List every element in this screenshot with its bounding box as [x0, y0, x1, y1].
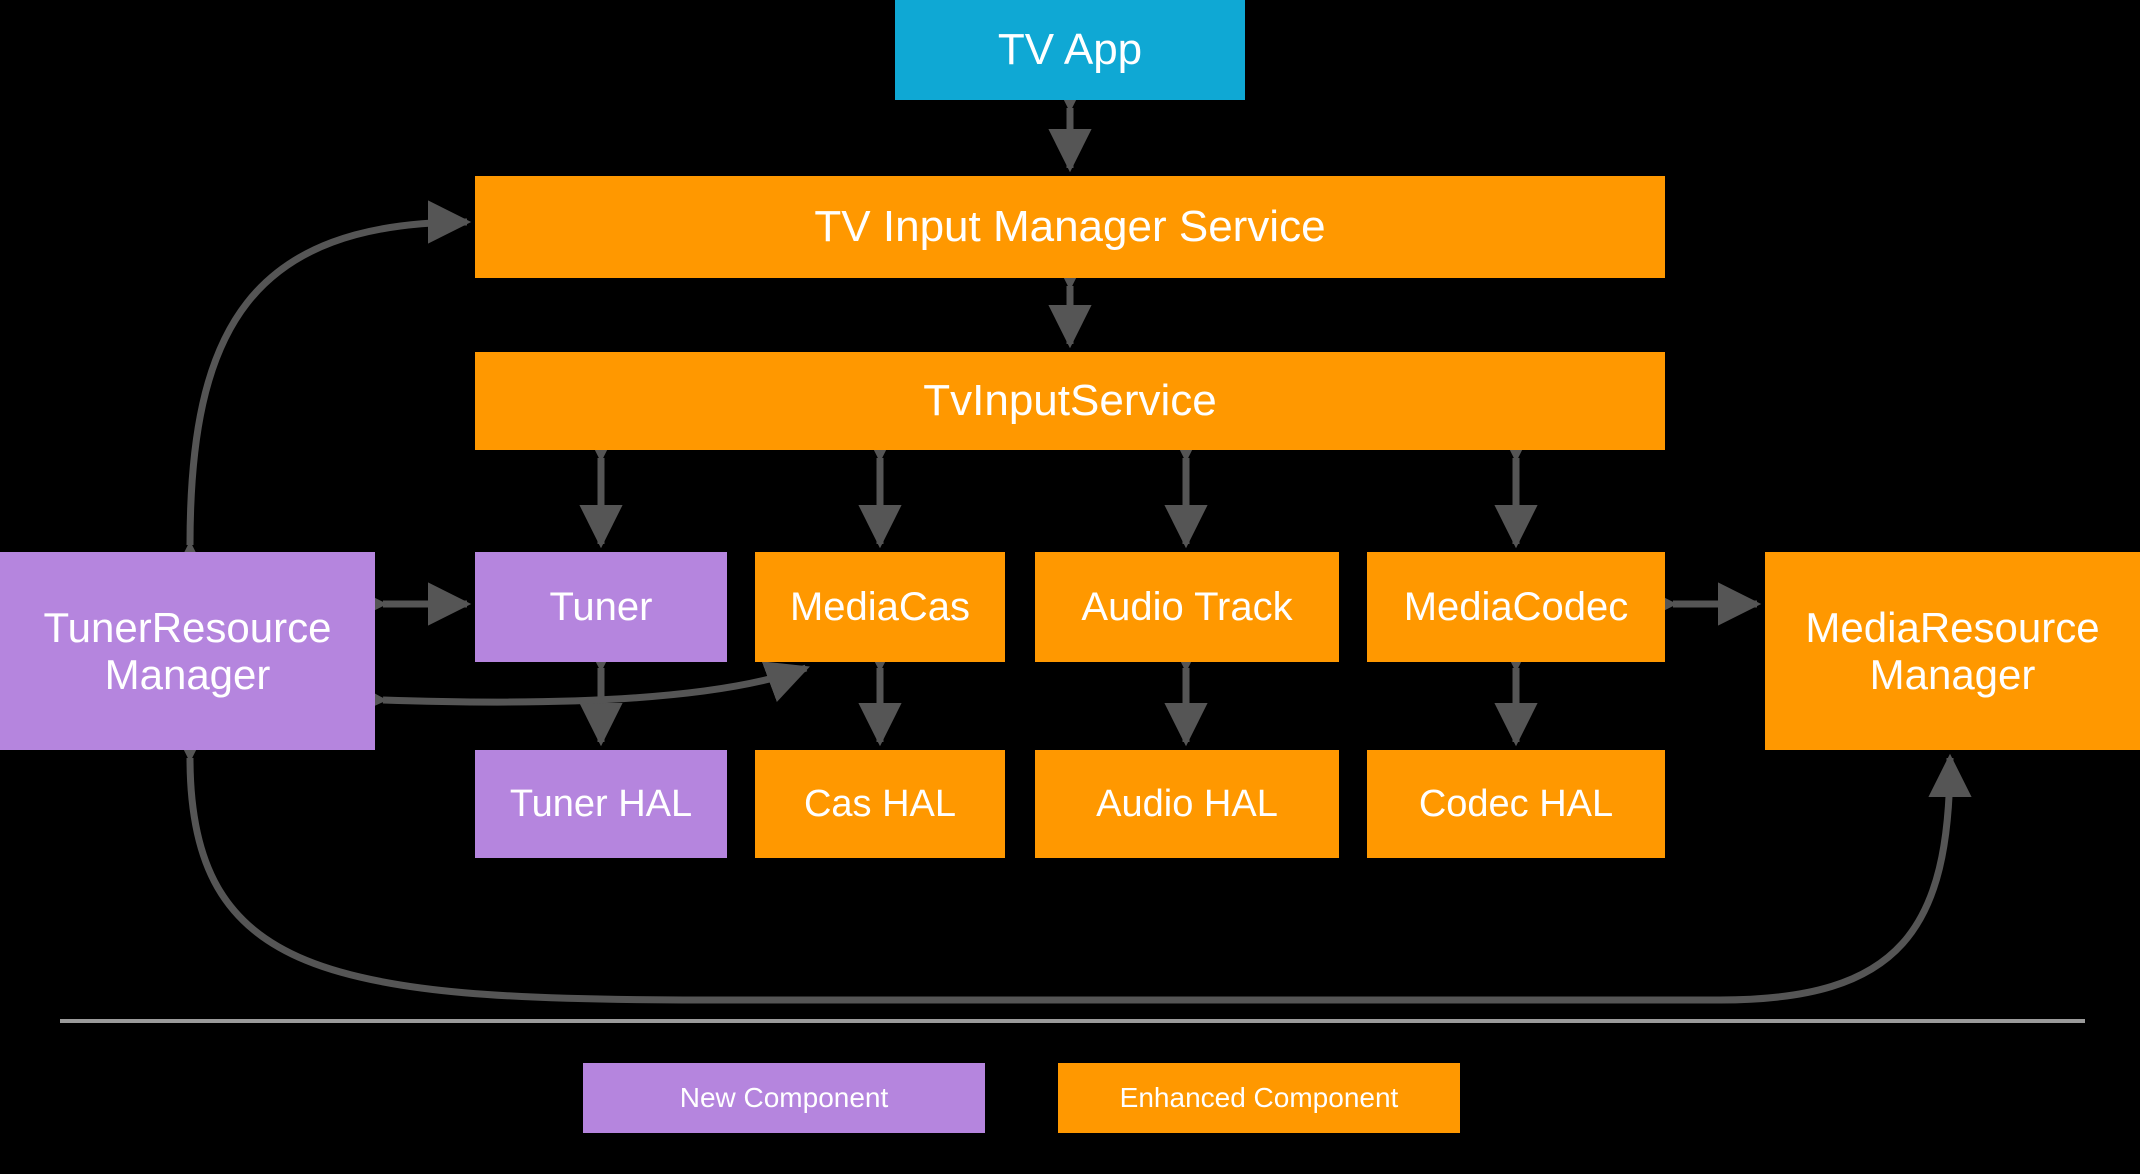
- node-tuner-hal[interactable]: Tuner HAL: [475, 750, 727, 858]
- node-tv-app[interactable]: TV App: [895, 0, 1245, 100]
- node-audio-hal[interactable]: Audio HAL: [1035, 750, 1339, 858]
- connector-trm-mediacas-curve: [343, 661, 810, 721]
- node-audio-track[interactable]: Audio Track: [1035, 552, 1339, 662]
- node-codec-hal[interactable]: Codec HAL: [1367, 750, 1665, 858]
- connector-trm-tims-curve: [168, 200, 472, 585]
- node-tuner[interactable]: Tuner: [475, 552, 727, 662]
- node-tv-input-manager-service[interactable]: TV Input Manager Service: [475, 176, 1665, 278]
- legend-swatch-enhanced-component: Enhanced Component: [1058, 1063, 1460, 1133]
- node-media-codec[interactable]: MediaCodec: [1367, 552, 1665, 662]
- node-cas-hal[interactable]: Cas HAL: [755, 750, 1005, 858]
- node-media-resource-manager[interactable]: MediaResource Manager: [1765, 552, 2140, 750]
- legend-divider: [60, 1019, 2085, 1023]
- node-tv-input-service[interactable]: TvInputService: [475, 352, 1665, 450]
- legend-swatch-new-component: New Component: [583, 1063, 985, 1133]
- node-tuner-resource-manager[interactable]: TunerResource Manager: [0, 552, 375, 750]
- node-media-cas[interactable]: MediaCas: [755, 552, 1005, 662]
